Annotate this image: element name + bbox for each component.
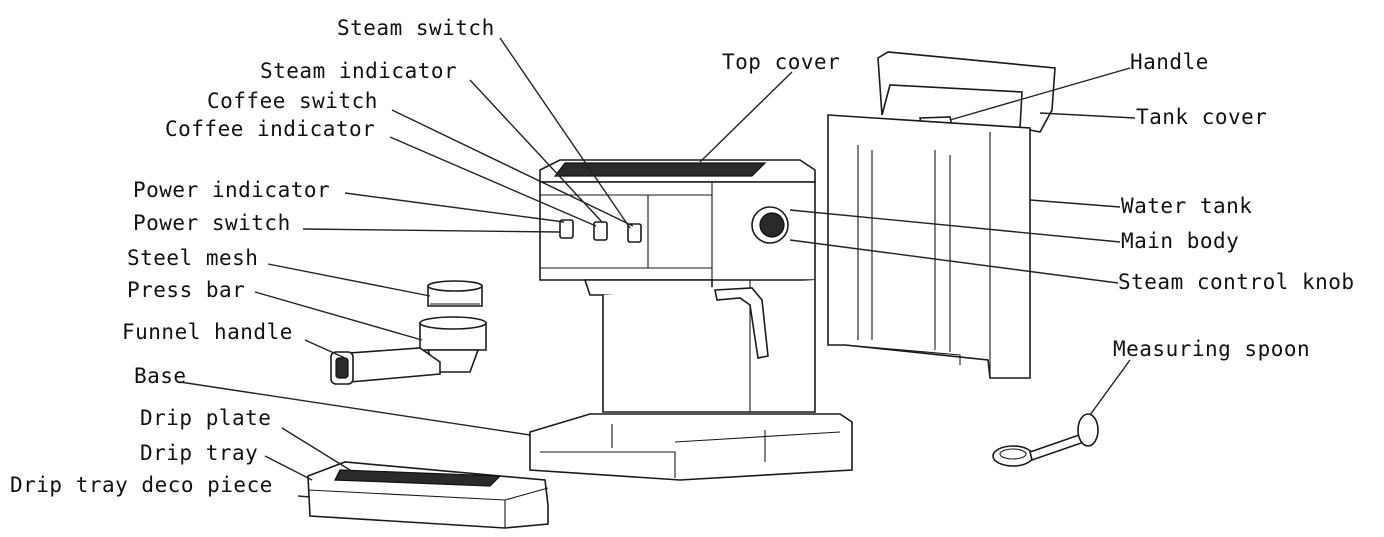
portafilter-drawing [330, 280, 487, 385]
label-funnel-handle: Funnel handle [122, 320, 293, 344]
label-coffee-switch: Coffee switch [207, 89, 378, 113]
label-steam-switch: Steam switch [337, 16, 495, 40]
label-measuring-spoon: Measuring spoon [1113, 337, 1311, 361]
leader-lines [179, 37, 1136, 498]
label-steam-control-knob: Steam control knob [1118, 270, 1355, 294]
water-tank-drawing [827, 51, 1056, 379]
drip-tray-drawing [307, 461, 549, 529]
measuring-spoon-drawing [992, 413, 1099, 467]
main-body-drawing [529, 159, 853, 481]
label-drip-tray: Drip tray [140, 441, 259, 465]
label-drip-plate: Drip plate [140, 406, 272, 430]
label-water-tank: Water tank [1121, 194, 1253, 218]
label-base: Base [134, 364, 187, 388]
label-tank-cover: Tank cover [1136, 105, 1268, 129]
label-drip-tray-deco-piece: Drip tray deco piece [10, 473, 273, 497]
label-steel-mesh: Steel mesh [127, 246, 259, 270]
label-main-body: Main body [1121, 229, 1240, 253]
label-power-indicator: Power indicator [133, 178, 331, 202]
label-top-cover: Top cover [722, 50, 841, 74]
label-press-bar: Press bar [127, 278, 246, 302]
label-power-switch: Power switch [133, 211, 291, 235]
label-handle: Handle [1130, 50, 1209, 74]
label-coffee-indicator: Coffee indicator [165, 117, 376, 141]
label-steam-indicator: Steam indicator [260, 59, 458, 83]
